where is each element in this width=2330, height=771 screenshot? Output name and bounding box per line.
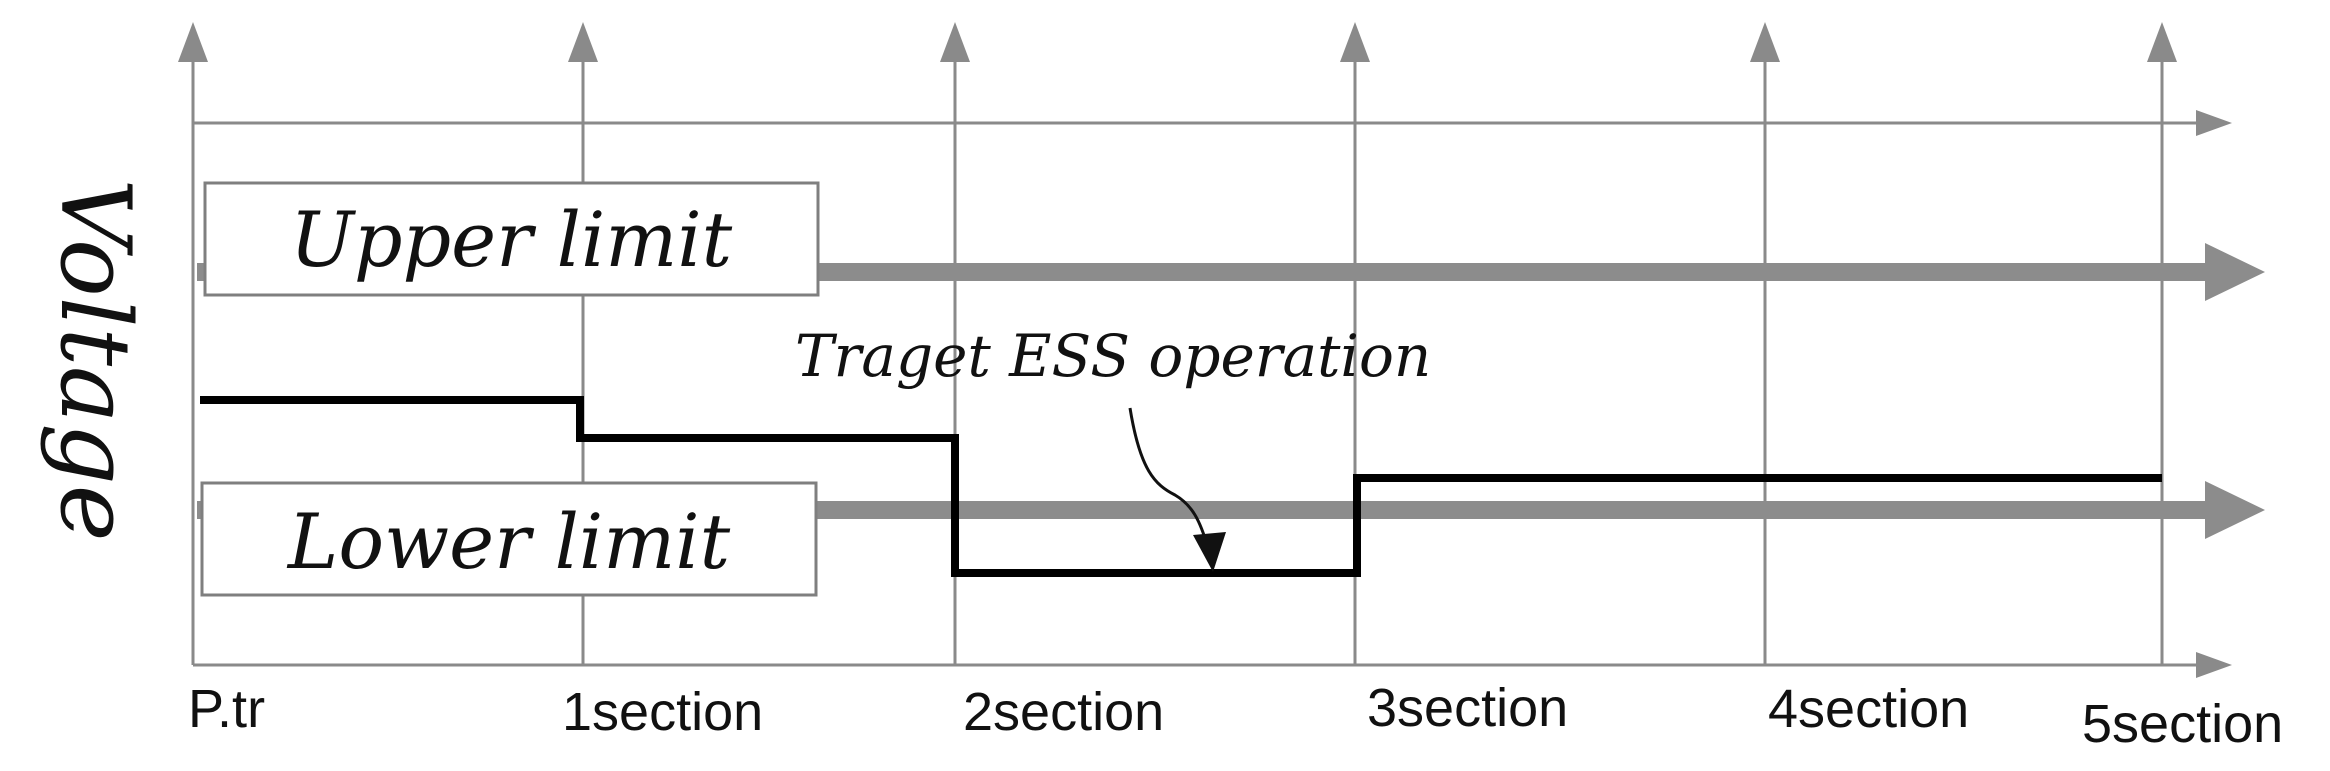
x-label-section-3: 3section [1367,678,1568,738]
right-arrow-icon [2205,481,2265,539]
x-label-section-5: 5section [2082,694,2283,754]
up-arrow-icon [2147,22,2177,62]
y-axis-label: Voltage [39,178,151,541]
x-axis-labels: P.tr 1section 2section 3section 4section… [188,678,2283,754]
right-arrow-icon [2205,243,2265,301]
annotation-curve [1128,407,1210,549]
up-arrow-icon [178,22,208,62]
lower-limit-box [200,481,818,597]
upper-limit-label: Upper limit [290,195,733,284]
upper-limit-box [203,181,820,297]
up-arrow-icon [1750,22,1780,62]
lower-limit-label: Lower limit [286,497,731,586]
down-arrow-icon [1193,532,1226,572]
x-label-ptr: P.tr [188,679,265,739]
right-arrow-icon [2196,110,2232,136]
section-axis-arrowheads [178,22,2177,62]
x-label-section-4: 4section [1768,679,1969,739]
up-arrow-icon [568,22,598,62]
up-arrow-icon [940,22,970,62]
x-label-section-1: 1section [562,682,763,742]
ess-annotation-label: Traget ESS operation [795,322,1431,390]
x-label-section-2: 2section [963,682,1164,742]
right-arrow-icon [2196,652,2232,678]
ess-operation-line [200,396,2162,577]
up-arrow-icon [1340,22,1370,62]
